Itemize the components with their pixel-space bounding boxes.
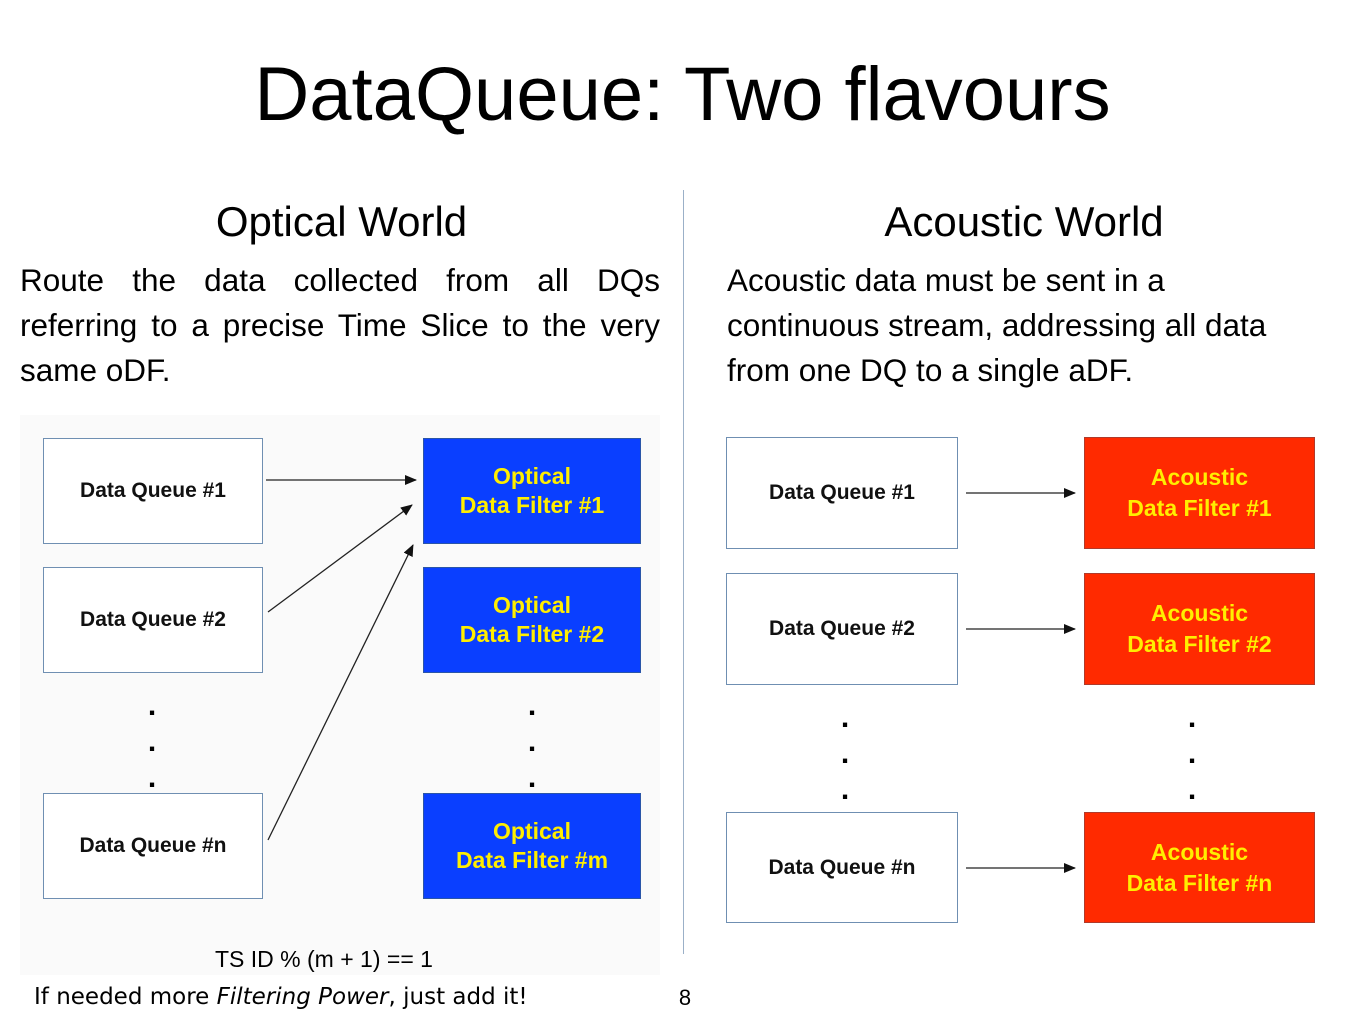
footnote-emphasis: Filtering Power [216, 984, 389, 1010]
footnote: If needed more Filtering Power, just add… [34, 980, 528, 1014]
optical-data-queue-1: Data Queue #1 [43, 438, 263, 544]
optical-data-filter-m: Optical Data Filter #m [423, 793, 641, 899]
arrow-dq2-to-odf1 [267, 504, 413, 613]
acoustic-data-queue-2: Data Queue #2 [726, 573, 958, 685]
footnote-suffix: , just add it! [388, 984, 528, 1010]
optical-description: Route the data collected from all DQs re… [20, 262, 660, 388]
acoustic-data-queue-n: Data Queue #n [726, 812, 958, 923]
acoustic-heading: Acoustic World [884, 198, 1164, 245]
page-number: 8 [678, 985, 692, 1010]
optical-queue-ellipsis: . . . [137, 688, 167, 796]
optical-data-queue-n: Data Queue #n [43, 793, 263, 899]
routing-formula: TS ID % (m + 1) == 1 [215, 946, 433, 972]
dot: . [527, 761, 537, 794]
optical-data-filter-1: Optical Data Filter #1 [423, 438, 641, 544]
optical-data-queue-2: Data Queue #2 [43, 567, 263, 673]
dot: . [1187, 773, 1197, 806]
dot: . [147, 725, 157, 758]
optical-heading: Optical World [215, 198, 468, 245]
acoustic-data-filter-n: Acoustic Data Filter #n [1084, 812, 1315, 923]
slide-title: DataQueue: Two flavours [254, 52, 1111, 137]
dot: . [147, 689, 157, 722]
optical-data-filter-2: Optical Data Filter #2 [423, 567, 641, 673]
dot: . [147, 761, 157, 794]
acoustic-data-filter-1: Acoustic Data Filter #1 [1084, 437, 1315, 549]
column-divider [683, 190, 684, 954]
acoustic-data-filter-2: Acoustic Data Filter #2 [1084, 573, 1315, 685]
acoustic-description: Acoustic data must be sent in a continuo… [727, 262, 1267, 388]
acoustic-data-queue-1: Data Queue #1 [726, 437, 958, 549]
optical-filter-ellipsis: . . . [517, 688, 547, 796]
dot: . [840, 773, 850, 806]
dot: . [840, 701, 850, 734]
arrow-dqn-to-odf1 [267, 544, 414, 841]
dot: . [1187, 701, 1197, 734]
dot: . [527, 689, 537, 722]
acoustic-filter-ellipsis: . . . [1177, 700, 1207, 808]
acoustic-queue-ellipsis: . . . [830, 700, 860, 808]
dot: . [840, 737, 850, 770]
footnote-prefix: If needed more [34, 984, 217, 1010]
dot: . [1187, 737, 1197, 770]
dot: . [527, 725, 537, 758]
